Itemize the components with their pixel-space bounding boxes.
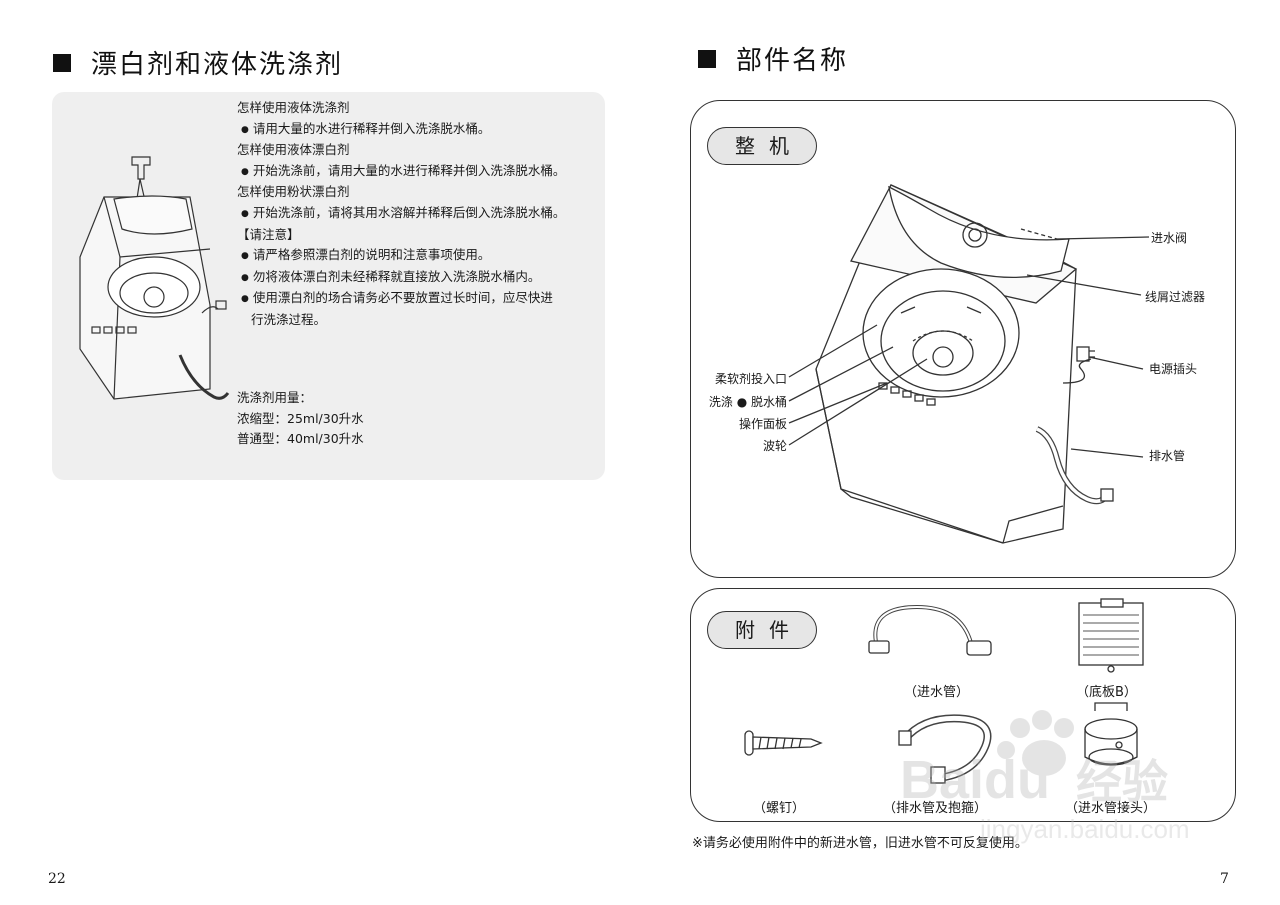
acc-caption-inlet-joint: （进水管接头） bbox=[1065, 801, 1157, 816]
whole-unit-panel: 整机 bbox=[690, 100, 1236, 578]
usage-panel: 怎样使用液体洗涤剂 请用大量的水进行稀释并倒入洗涤脱水桶。 怎样使用液体漂白剂 … bbox=[52, 92, 605, 480]
caution-heading: 【请注意】 bbox=[237, 226, 300, 242]
usage-instructions: 怎样使用液体洗涤剂 请用大量的水进行稀释并倒入洗涤脱水桶。 怎样使用液体漂白剂 … bbox=[237, 98, 597, 331]
instr-heading: 怎样使用液体漂白剂 bbox=[237, 142, 350, 158]
right-title-text: 部件名称 bbox=[736, 46, 849, 76]
part-label-power-plug: 电源插头 bbox=[1149, 362, 1198, 376]
caution-bullet: 使用漂白剂的场合请务必不要放置过长时间，应尽快进 bbox=[237, 288, 597, 310]
acc-caption-inlet-hose: （进水管） bbox=[904, 685, 970, 700]
square-bullet-icon bbox=[53, 53, 71, 72]
accessories-panel: 附件 （进水管 bbox=[690, 588, 1236, 822]
accessories-label-pill: 附件 bbox=[707, 611, 817, 649]
part-label-drain-hose: 排水管 bbox=[1149, 449, 1186, 463]
part-label-softener-inlet: 柔软剂投入口 bbox=[714, 372, 787, 386]
part-label-wash-spin-tub: 洗涤 ● 脱水桶 bbox=[708, 395, 787, 409]
baidu-jingyan-watermark: Baidu 经验 jingyan.baidu.com bbox=[900, 710, 1190, 844]
instr-heading: 怎样使用粉状漂白剂 bbox=[237, 184, 350, 200]
acc-caption-drain-hose-clamp: （排水管及抱箍） bbox=[883, 801, 988, 816]
unit-label-pill: 整机 bbox=[707, 127, 817, 165]
instr-bullet: 开始洗涤前，请将其用水溶解并稀释后倒入洗涤脱水桶。 bbox=[237, 203, 597, 225]
dosage-regular: 普通型：40ml/30升水 bbox=[237, 431, 364, 447]
caution-continuation: 行洗涤过程。 bbox=[251, 311, 327, 327]
washing-machine-diagram bbox=[788, 184, 1150, 544]
caution-bullet: 勿将液体漂白剂未经稀释就直接放入洗涤脱水桶内。 bbox=[237, 267, 597, 289]
left-title-text: 漂白剂和液体洗涤剂 bbox=[91, 50, 344, 80]
part-label-pulsator: 波轮 bbox=[762, 439, 787, 453]
instr-heading: 怎样使用液体洗涤剂 bbox=[237, 100, 350, 115]
dosage-concentrated: 浓缩型：25ml/30升水 bbox=[237, 410, 364, 426]
square-bullet-icon bbox=[698, 49, 716, 68]
watermark-url: jingyan.baidu.com bbox=[979, 814, 1190, 844]
instr-bullet: 请用大量的水进行稀释并倒入洗涤脱水桶。 bbox=[237, 119, 597, 141]
detergent-dosage: 洗涤剂用量： 浓缩型：25ml/30升水 普通型：40ml/30升水 bbox=[237, 388, 364, 450]
page-number-left: 22 bbox=[48, 871, 66, 887]
watermark-brand: Baidu bbox=[900, 750, 1050, 810]
part-label-lint-filter: 线屑过滤器 bbox=[1145, 290, 1206, 304]
watermark-suffix: 经验 bbox=[1076, 755, 1168, 809]
right-section-title: 部件名称 bbox=[698, 40, 848, 77]
part-label-control-panel: 操作面板 bbox=[738, 417, 787, 431]
page-number-right: 7 bbox=[1220, 871, 1229, 887]
dosage-heading: 洗涤剂用量： bbox=[237, 390, 313, 405]
left-section-title: 漂白剂和液体洗涤剂 bbox=[53, 44, 343, 81]
caution-bullet: 请严格参照漂白剂的说明和注意事项使用。 bbox=[237, 245, 597, 267]
instr-bullet: 开始洗涤前，请用大量的水进行稀释并倒入洗涤脱水桶。 bbox=[237, 161, 597, 183]
acc-caption-base-plate-b: （底板B） bbox=[1076, 685, 1137, 700]
accessories-illustrations bbox=[744, 598, 1144, 784]
washer-with-faucet-illustration bbox=[79, 156, 230, 400]
accessory-note: ※请务必使用附件中的新进水管，旧进水管不可反复使用。 bbox=[692, 836, 1028, 851]
part-label-inlet-valve: 进水阀 bbox=[1151, 231, 1188, 245]
acc-caption-screw: （螺钉） bbox=[753, 801, 806, 816]
